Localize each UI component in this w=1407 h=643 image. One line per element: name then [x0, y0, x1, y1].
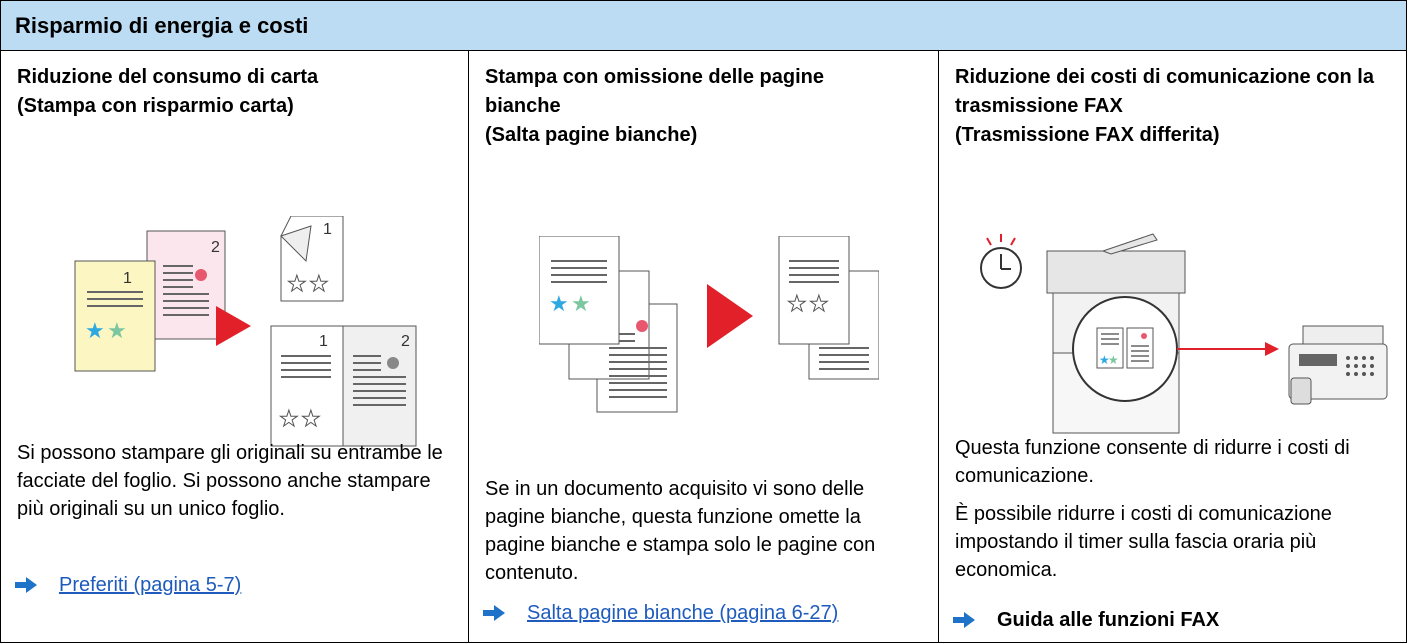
blank-page-skip-illustration: ★ ★ ★ ★ — [539, 236, 879, 413]
reference-link[interactable]: Guida alle funzioni FAX — [953, 608, 1219, 632]
svg-text:★: ★ — [787, 291, 807, 316]
clock-icon — [980, 234, 1022, 289]
red-play-triangle-icon — [707, 284, 753, 348]
section-title: Risparmio di energia e costi — [15, 13, 309, 38]
svg-text:★: ★ — [279, 406, 299, 431]
page-number: 1 — [323, 221, 332, 238]
red-play-triangle-icon — [216, 306, 251, 346]
feature-column-delayed-fax: Riduzione dei costi di comunicazione con… — [939, 51, 1406, 642]
feature-title: Riduzione del consumo di carta (Stampa c… — [17, 66, 319, 117]
feature-column-paper-saving: Riduzione del consumo di carta (Stampa c… — [1, 51, 469, 642]
page-number: 2 — [211, 239, 220, 256]
reference-link-text[interactable]: Salta pagine bianche (pagina 6-27) — [527, 602, 839, 624]
section-header: Risparmio di energia e costi — [1, 1, 1406, 51]
page-number: 1 — [123, 270, 132, 287]
svg-text:★: ★ — [1099, 353, 1110, 367]
arrow-right-icon — [15, 577, 37, 593]
feature-description: Questa funzione consente di ridurre i co… — [955, 437, 1350, 581]
svg-text:★: ★ — [309, 271, 329, 296]
feature-column-blank-skip: Stampa con omissione delle pagine bianch… — [469, 51, 939, 642]
reference-link-text[interactable]: Preferiti (pagina 5-7) — [59, 574, 242, 596]
feature-description: Si possono stampare gli originali su ent… — [17, 442, 443, 520]
arrow-right-icon — [483, 605, 505, 621]
arrow-right-icon — [953, 612, 975, 628]
svg-text:★: ★ — [287, 271, 307, 296]
page-number: 2 — [401, 333, 410, 350]
reference-link[interactable]: Preferiti (pagina 5-7) — [15, 573, 241, 597]
svg-text:★: ★ — [549, 291, 569, 316]
duplex-print-illustration: 2 1 ★ ★ 1 ★ ★ — [74, 216, 417, 447]
page-number: 1 — [319, 333, 328, 350]
svg-text:★: ★ — [571, 291, 591, 316]
svg-text:★: ★ — [107, 318, 127, 343]
reference-link-text[interactable]: Guida alle funzioni FAX — [997, 609, 1220, 631]
reference-link[interactable]: Salta pagine bianche (pagina 6-27) — [483, 601, 838, 625]
svg-text:★: ★ — [301, 406, 321, 431]
feature-title: Riduzione dei costi di comunicazione con… — [955, 66, 1374, 146]
delayed-fax-illustration: ★ ★ — [980, 233, 1388, 434]
fax-machine-icon — [1288, 325, 1388, 405]
svg-text:★: ★ — [85, 318, 105, 343]
svg-text:★: ★ — [1108, 353, 1119, 367]
feature-title: Stampa con omissione delle pagine bianch… — [485, 66, 824, 146]
svg-text:★: ★ — [809, 291, 829, 316]
feature-description: Se in un documento acquisito vi sono del… — [485, 478, 876, 584]
